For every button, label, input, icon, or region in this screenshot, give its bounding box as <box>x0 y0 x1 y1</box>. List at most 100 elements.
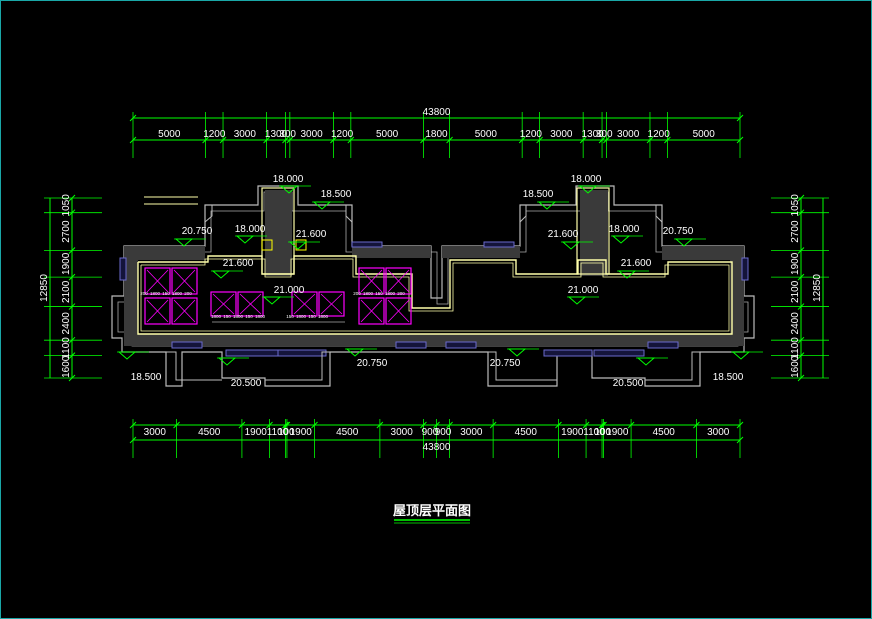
equipment-unit <box>144 267 171 295</box>
equipment-label: 150 <box>308 314 316 319</box>
lvl-20750-right: 20.750 <box>663 226 706 247</box>
equipment-frame <box>318 291 345 317</box>
top-dimension-tick <box>518 136 526 144</box>
top-dimension-total-tick <box>129 114 137 122</box>
elevation-label: 18.000 <box>273 174 304 185</box>
bottom-dimension-segment-label: 4500 <box>198 427 221 438</box>
elevation-label: 18.500 <box>713 372 744 383</box>
equipment-frame <box>210 291 237 317</box>
equipment-label: 150 <box>245 314 253 319</box>
elevation-triangle <box>288 241 308 250</box>
equipment-frame <box>358 297 385 325</box>
top-dimension-tick <box>330 136 337 144</box>
right-dimension-tick <box>797 209 805 217</box>
equipment-unit <box>358 297 385 325</box>
equipment-cross <box>360 269 383 293</box>
elevation-triangle <box>211 270 231 279</box>
left-dimension-total-label: 12850 <box>39 274 50 302</box>
bottom-dimension-tick <box>266 421 273 429</box>
equipment-frame <box>144 267 171 295</box>
top-dimension-tick <box>736 136 744 144</box>
left-dimension-segment-label: 2400 <box>61 312 72 335</box>
top-dimension-segment-label: 1300 <box>581 129 604 140</box>
elevation-triangle <box>611 235 631 244</box>
bottom-dimension-segment-label: 1900 <box>606 427 629 438</box>
bottom-dimension-segment-label: 4500 <box>515 427 538 438</box>
top-dimension-tick <box>603 136 610 144</box>
equipment-cross <box>212 293 235 315</box>
bottom-dimension-segment-label: 1900 <box>290 427 313 438</box>
top-dimension-tick <box>202 136 209 144</box>
top-dimension-segment-label: 1200 <box>520 129 543 140</box>
equipment-label: 1800 <box>233 314 244 319</box>
equipment-frame <box>237 291 264 317</box>
left-dimension-segment-label: 2700 <box>61 220 72 243</box>
equipment-label: 1800 <box>172 291 183 296</box>
top-dimension-tick <box>446 136 453 144</box>
equipment-cross <box>146 269 169 293</box>
top-dimension-segment-label: 3000 <box>300 129 323 140</box>
equipment-unit <box>318 291 345 317</box>
left-dimension-segment-label: 1600 <box>61 355 72 378</box>
top-dimension-segment-label: 5000 <box>376 129 399 140</box>
bottom-dimension-tick <box>283 421 291 429</box>
top-dimension-tick <box>646 136 654 144</box>
elevation-label: 20.750 <box>357 358 388 369</box>
bottom-dimension-tick <box>311 421 318 429</box>
elevation-label: 20.750 <box>490 358 521 369</box>
equipment-label: 200 <box>397 291 405 296</box>
top-dimension-segment-label: 1300 <box>265 129 288 140</box>
drawing-title: 屋顶层平面图 <box>393 504 471 519</box>
right-dimension-segment-label: 2100 <box>790 280 801 303</box>
right-dimension-tick <box>797 374 805 382</box>
right-dimension-segment-label: 1050 <box>790 194 801 217</box>
top-dimension-segment-label: 1200 <box>331 129 354 140</box>
drawing-title-group: 屋顶层平面图 <box>393 504 471 524</box>
equipment-frame <box>291 291 318 317</box>
bottom-dimension-segment-label: 3000 <box>460 427 483 438</box>
left-dimension-tick <box>68 352 76 359</box>
equipment-cross <box>387 299 410 323</box>
elevation-label: 18.000 <box>571 174 602 185</box>
lvl-18000-left: 18.000 <box>273 174 311 194</box>
outer-wall <box>111 185 755 387</box>
lvl-18000-right: 18.000 <box>571 174 610 194</box>
top-dimension-segment-label: 300 <box>279 129 296 140</box>
right-dimension-tick <box>797 303 805 310</box>
equipment-cross <box>360 299 383 323</box>
left-dimension-tick <box>68 194 76 202</box>
elevation-label: 21.600 <box>548 229 579 240</box>
bottom-dimension-segment-label: 3000 <box>391 427 414 438</box>
lvl-20500-bottom-right: 20.500 <box>613 357 668 389</box>
equipment-unit <box>385 297 412 325</box>
equipment-frame <box>385 297 412 325</box>
equipment-unit <box>237 291 264 317</box>
lvl-20750-bottom-left: 20.750 <box>345 348 388 369</box>
vents <box>204 205 663 223</box>
bottom-dimension-total-label: 43800 <box>423 442 451 453</box>
left-dimension-tick <box>68 336 76 344</box>
top-dimension-tick <box>598 136 606 144</box>
top-dimension-tick <box>347 136 355 144</box>
right-dimension-tick <box>797 273 805 281</box>
bottom-dimension-segment-label: 1100 <box>583 427 605 438</box>
elevation-triangle <box>235 235 255 244</box>
right-dimension-tick <box>797 336 805 344</box>
lvl-21600-right-stair: 21.600 <box>548 229 593 250</box>
equipment-label: 1800 <box>255 314 266 319</box>
bottom-dimension-segment-label: 1100 <box>267 427 289 438</box>
equipment-label: 1800 <box>296 314 307 319</box>
equipment-label: 150 <box>223 314 231 319</box>
equipment-label: 200 <box>140 291 148 296</box>
bottom-dimension-tick <box>600 421 607 429</box>
elevation-label: 20.500 <box>613 378 644 389</box>
elevation-triangle <box>262 296 282 305</box>
bottom-dimension-tick <box>433 421 440 429</box>
elevation-label: 18.500 <box>131 372 162 383</box>
equipment-frame <box>385 267 412 295</box>
equipment-frame <box>358 267 385 295</box>
bottom-dimension-tick <box>446 421 453 429</box>
